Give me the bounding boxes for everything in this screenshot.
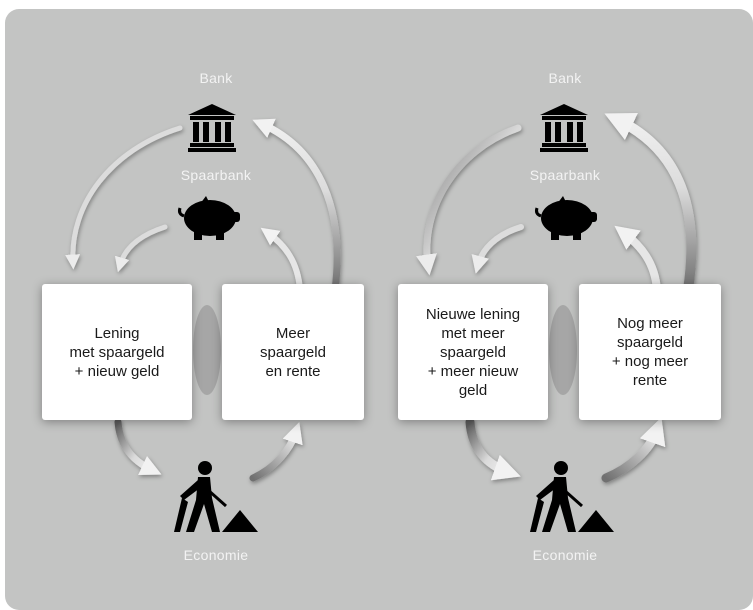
arrow-savings-to-bank bbox=[252, 118, 341, 294]
left-savings-card: Meer spaargeld en rente bbox=[222, 284, 364, 420]
left-economie-label: Economie bbox=[183, 547, 249, 563]
arrow-savings-to-spaarbank bbox=[260, 227, 303, 293]
right-arrows bbox=[416, 113, 697, 483]
worker-icon bbox=[174, 461, 258, 532]
arrow-bank-to-loan-r bbox=[416, 124, 522, 276]
left-spaarbank-label: Spaarbank bbox=[180, 167, 252, 183]
arrow-loan-to-economie-r bbox=[465, 417, 521, 481]
right-spaarbank-label: Spaarbank bbox=[529, 167, 601, 183]
arrow-economie-to-savings-r bbox=[601, 417, 666, 483]
arrow-savings-to-bank-r bbox=[604, 113, 697, 295]
left-bank-label: Bank bbox=[199, 70, 233, 86]
piggy-bank-icon bbox=[535, 196, 597, 240]
arrow-loan-to-economie bbox=[114, 418, 162, 476]
arrow-spaarbank-to-loan-r bbox=[471, 224, 524, 274]
arrow-bank-to-loan bbox=[65, 125, 183, 270]
bank-icon bbox=[188, 104, 236, 152]
piggy-bank-icon bbox=[178, 196, 240, 240]
arrow-spaarbank-to-loan bbox=[114, 224, 168, 273]
arrow-savings-to-spaarbank-r bbox=[614, 225, 661, 294]
arrow-economie-to-savings bbox=[249, 422, 303, 482]
right-loan-card: Nieuwe lening met meer spaargeld + meer … bbox=[398, 284, 548, 420]
right-bank-label: Bank bbox=[548, 70, 582, 86]
worker-icon bbox=[530, 461, 614, 532]
left-arrows bbox=[65, 118, 341, 482]
right-economie-label: Economie bbox=[532, 547, 598, 563]
bank-icon bbox=[540, 104, 588, 152]
right-savings-card: Nog meer spaargeld + nog meer rente bbox=[579, 284, 721, 420]
left-loan-card: Lening met spaargeld + nieuw geld bbox=[42, 284, 192, 420]
